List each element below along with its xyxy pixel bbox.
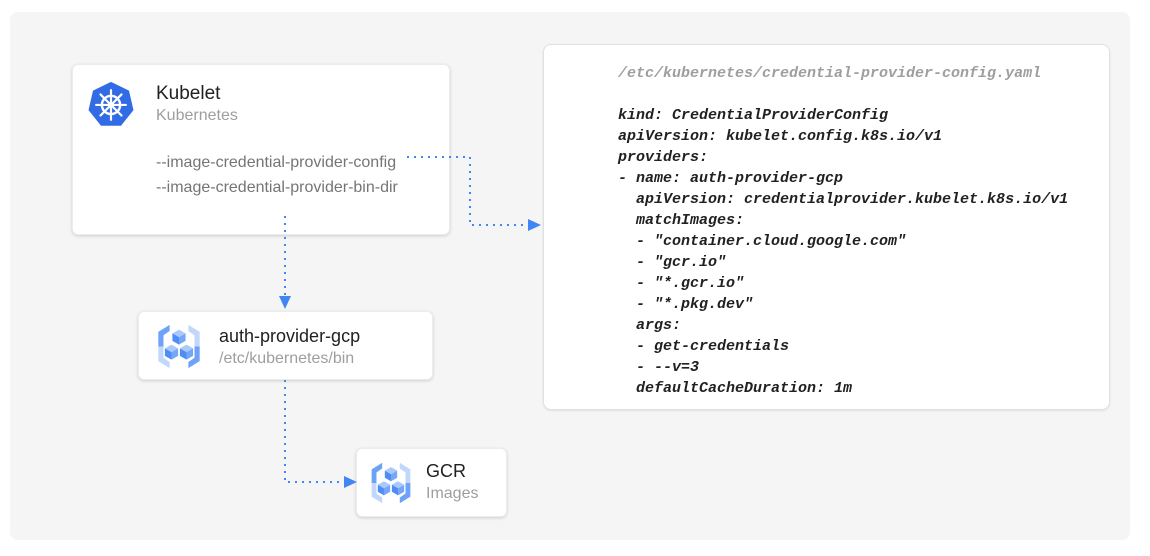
kubernetes-helm-icon xyxy=(87,80,135,128)
gcr-container-registry-icon-svg xyxy=(371,462,411,504)
credential-provider-config-panel: /etc/kubernetes/credential-provider-conf… xyxy=(543,44,1110,410)
code-line: defaultCacheDuration: 1m xyxy=(618,380,853,397)
code-line: - "*.pkg.dev" xyxy=(618,296,754,313)
arrow-auth-provider-to-gcr xyxy=(284,380,343,483)
kubelet-flags: --image-credential-provider-config --ima… xyxy=(156,150,398,200)
code-line: - --v=3 xyxy=(618,359,700,376)
kubelet-flag-config: --image-credential-provider-config xyxy=(156,154,397,171)
kubelet-flag-bin-dir: --image-credential-provider-bin-dir xyxy=(156,179,398,196)
code-line: - "container.cloud.google.com" xyxy=(618,233,907,250)
auth-provider-gcp-title: auth-provider-gcp xyxy=(219,326,361,346)
auth-provider-gcp-card: auth-provider-gcp /etc/kubernetes/bin xyxy=(138,311,433,380)
gcr-card-subtitle: Images xyxy=(426,485,479,502)
arrowhead-to-yaml-icon xyxy=(528,219,541,231)
code-line: - "*.gcr.io" xyxy=(618,275,745,292)
config-yaml-code: kind: CredentialProviderConfig apiVersio… xyxy=(618,105,1093,399)
code-line: args: xyxy=(618,317,682,334)
gcr-container-registry-icon xyxy=(367,461,415,505)
kubernetes-helm-icon-svg xyxy=(88,81,134,126)
config-file-path: /etc/kubernetes/credential-provider-conf… xyxy=(618,65,1042,82)
code-line: - name: auth-provider-gcp xyxy=(618,170,844,187)
kubelet-card: Kubelet Kubernetes --image-credential-pr… xyxy=(72,64,450,235)
gcr-card: GCR Images xyxy=(356,448,507,517)
kubelet-card-title: Kubelet xyxy=(156,83,221,104)
code-line: matchImages: xyxy=(618,212,745,229)
code-line: - "gcr.io" xyxy=(618,254,727,271)
container-registry-icon-svg xyxy=(158,324,200,369)
container-registry-icon xyxy=(153,323,205,370)
gcr-card-title: GCR xyxy=(426,461,466,481)
kubelet-card-subtitle: Kubernetes xyxy=(156,107,238,124)
code-line: apiVersion: credentialprovider.kubelet.k… xyxy=(618,191,1069,208)
code-line: apiVersion: kubelet.config.k8s.io/v1 xyxy=(618,128,943,145)
arrowhead-to-auth-provider-icon xyxy=(279,296,291,309)
diagram-canvas: Kubelet Kubernetes --image-credential-pr… xyxy=(10,12,1130,540)
code-line: providers: xyxy=(618,149,709,166)
code-line: kind: CredentialProviderConfig xyxy=(618,107,889,124)
auth-provider-gcp-path: /etc/kubernetes/bin xyxy=(219,350,355,367)
code-line: - get-credentials xyxy=(618,338,790,355)
